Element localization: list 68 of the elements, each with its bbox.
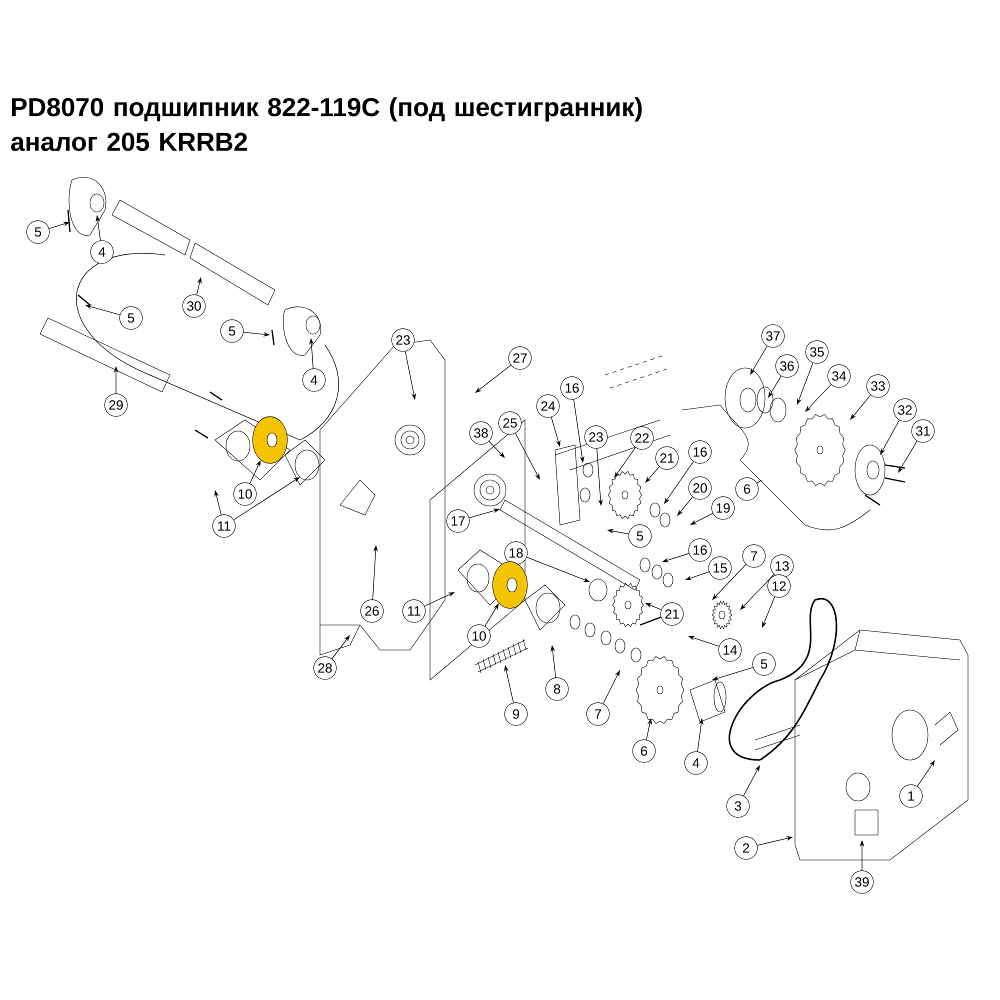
bearing bbox=[252, 416, 288, 464]
callout-number: 4 bbox=[684, 751, 708, 775]
callout-number: 37 bbox=[761, 324, 785, 348]
callout-number: 10 bbox=[467, 624, 491, 648]
callout-number: 29 bbox=[104, 393, 128, 417]
title: PD8070 подшипник 822-119C (под шестигранник) аналог 205 KRRB2 bbox=[11, 97, 642, 152]
callout-number: 5 bbox=[220, 319, 244, 343]
callout-number: 35 bbox=[805, 340, 829, 364]
leader-line bbox=[614, 447, 636, 478]
bearing bbox=[492, 561, 528, 609]
callout-number: 16 bbox=[688, 538, 712, 562]
leader-line bbox=[805, 384, 832, 412]
callout-number: 23 bbox=[391, 328, 415, 352]
leader-line bbox=[488, 441, 505, 458]
callout-number: 39 bbox=[850, 870, 874, 894]
callout-number: 6 bbox=[735, 477, 759, 501]
callout-number: 5 bbox=[752, 652, 776, 676]
callout-number: 11 bbox=[402, 599, 426, 623]
leader-line bbox=[645, 466, 660, 483]
callout-number: 33 bbox=[866, 374, 890, 398]
leader-line bbox=[712, 564, 746, 600]
callout-number: 18 bbox=[504, 541, 528, 565]
callout-number: 38 bbox=[469, 421, 493, 445]
callout-number: 23 bbox=[584, 425, 608, 449]
leader-line bbox=[677, 496, 693, 516]
leader-line bbox=[756, 480, 762, 484]
callout-number: 7 bbox=[586, 702, 610, 726]
callout-number: 11 bbox=[212, 514, 236, 538]
callout-number: 5 bbox=[628, 524, 652, 548]
callout-number: 17 bbox=[446, 509, 470, 533]
callout-number: 36 bbox=[775, 354, 799, 378]
leader-line bbox=[740, 574, 774, 610]
leader-line bbox=[332, 635, 350, 660]
callout-number: 1 bbox=[899, 784, 923, 808]
callout-number: 6 bbox=[632, 739, 656, 763]
leader-line bbox=[850, 394, 871, 420]
callout-number: 30 bbox=[182, 294, 206, 318]
callout-number: 26 bbox=[360, 599, 384, 623]
callout-number: 34 bbox=[827, 364, 851, 388]
callout-number: 2 bbox=[734, 836, 758, 860]
callout-number: 7 bbox=[742, 544, 766, 568]
callout-number: 20 bbox=[688, 476, 712, 500]
leader-line bbox=[664, 461, 694, 504]
callout-number: 3 bbox=[726, 794, 750, 818]
callout-number: 12 bbox=[767, 574, 791, 598]
callout-number: 5 bbox=[26, 220, 50, 244]
callout-number: 19 bbox=[711, 496, 735, 520]
callout-number: 13 bbox=[770, 554, 794, 578]
callout-number: 16 bbox=[688, 440, 712, 464]
callout-number: 21 bbox=[655, 446, 679, 470]
callout-number: 25 bbox=[498, 411, 522, 435]
callout-number: 16 bbox=[560, 376, 584, 400]
callout-number: 27 bbox=[508, 346, 532, 370]
callout-number: 22 bbox=[630, 426, 654, 450]
leader-line bbox=[475, 364, 512, 393]
callout-number: 10 bbox=[233, 482, 257, 506]
callout-number: 24 bbox=[536, 394, 560, 418]
callout-number: 8 bbox=[545, 677, 569, 701]
callout-number: 15 bbox=[708, 556, 732, 580]
callout-number: 5 bbox=[119, 306, 143, 330]
callout-number: 31 bbox=[911, 419, 935, 443]
callout-number: 14 bbox=[718, 638, 742, 662]
callout-number: 28 bbox=[313, 656, 337, 680]
callout-number: 32 bbox=[893, 398, 917, 422]
callout-number: 9 bbox=[504, 702, 528, 726]
callout-number: 4 bbox=[302, 368, 326, 392]
callout-number: 21 bbox=[660, 602, 684, 626]
callout-number: 4 bbox=[90, 240, 114, 264]
